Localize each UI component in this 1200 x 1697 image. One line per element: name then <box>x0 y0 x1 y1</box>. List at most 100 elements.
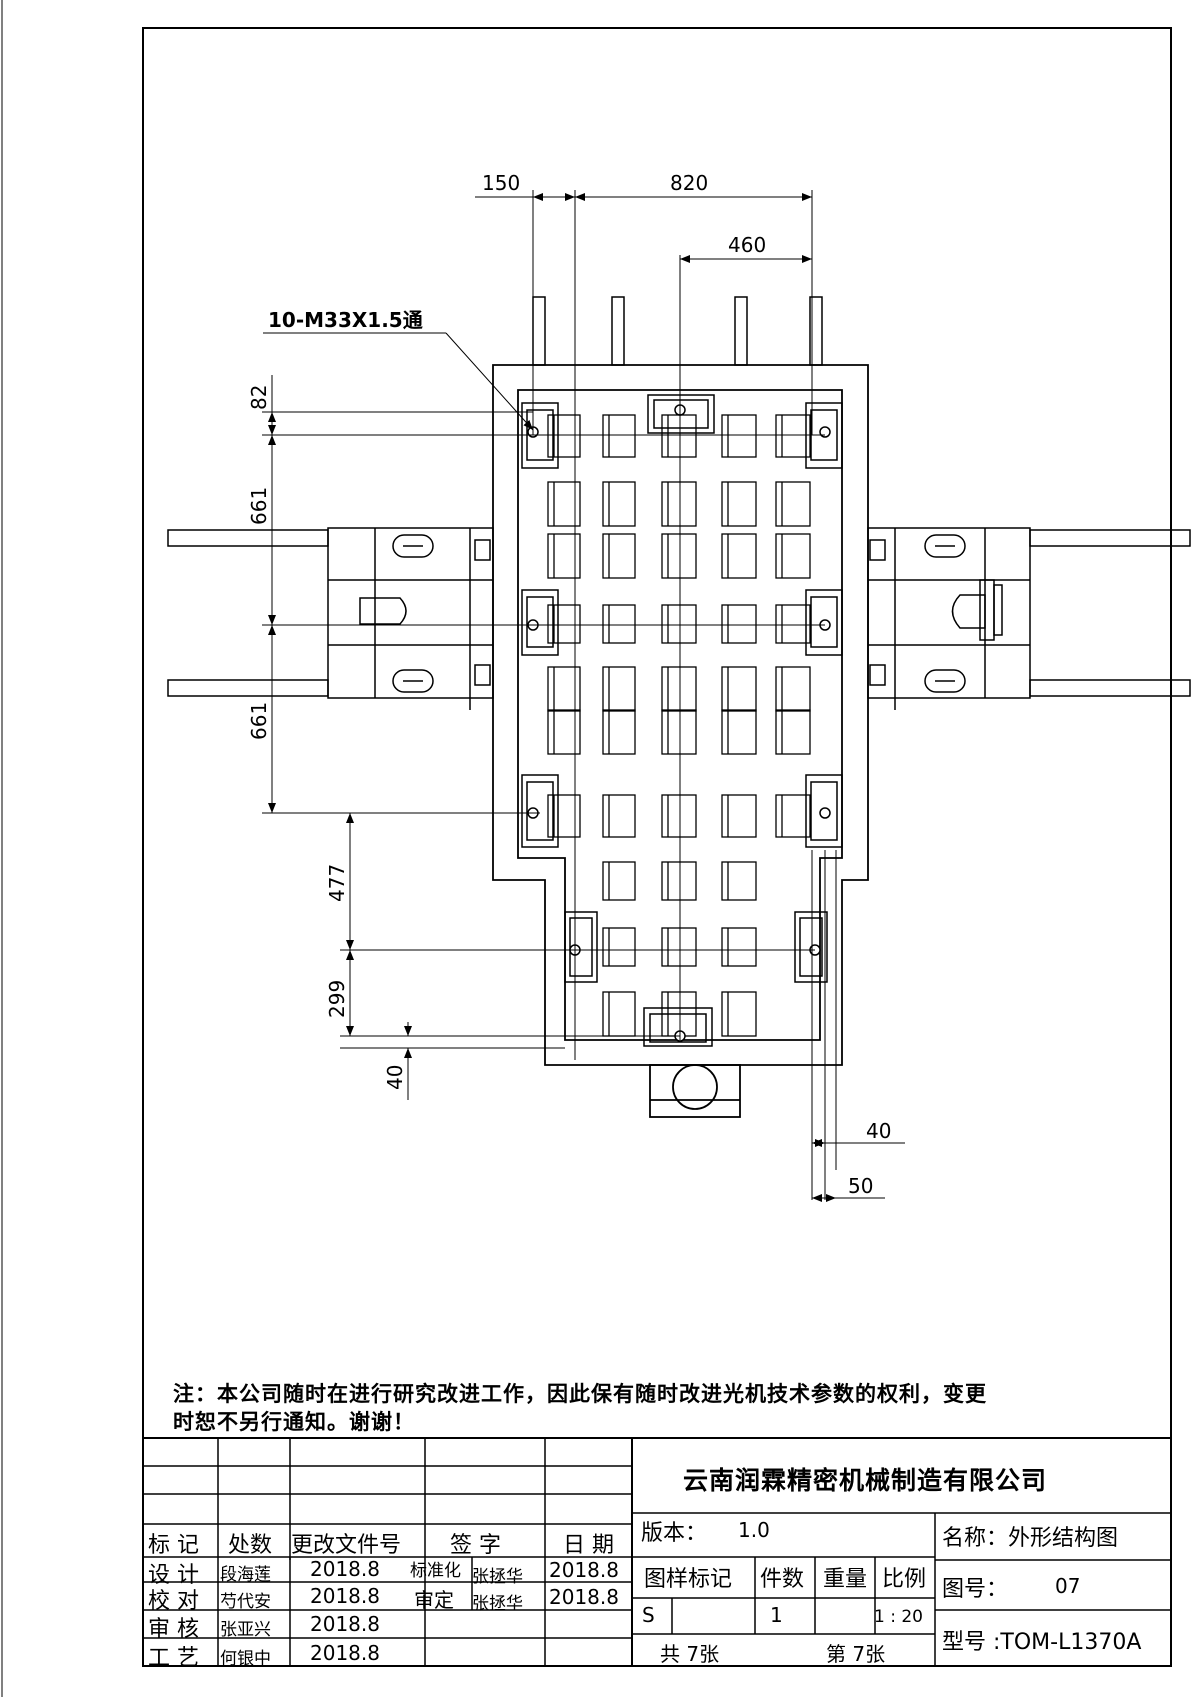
slot-block <box>775 481 811 527</box>
header-mark: 标 记 <box>148 1533 199 1558</box>
slot-block <box>775 794 811 838</box>
sample-mark-label: 图样标记 <box>644 1567 733 1592</box>
slot-block <box>661 927 697 967</box>
slot-block <box>721 927 757 967</box>
slot-block <box>547 794 581 838</box>
sample-value: S <box>642 1603 655 1627</box>
dim-82: 82 <box>247 385 271 410</box>
table-slot-grid <box>547 414 811 1037</box>
count-value: 1 <box>770 1603 783 1627</box>
slot-block <box>547 533 581 579</box>
standardization-label: 标准化 <box>410 1561 461 1581</box>
slot-block <box>661 709 697 755</box>
slot-block <box>775 533 811 579</box>
dim-299: 299 <box>325 980 349 1018</box>
slot-block <box>602 794 636 838</box>
slot-block <box>661 481 697 527</box>
approval-label: 审定 <box>414 1588 454 1612</box>
slot-block <box>602 666 636 712</box>
slot-block <box>721 604 757 644</box>
slot-block <box>721 861 757 901</box>
slot-block <box>547 414 581 458</box>
slot-block <box>547 481 581 527</box>
scale-value: 1 : 20 <box>874 1607 923 1627</box>
top-rods <box>532 296 823 366</box>
drawing-no-label: 图号： <box>942 1577 1009 1602</box>
standardization-date: 2018.8 <box>549 1558 619 1582</box>
slot-block <box>721 414 757 458</box>
slot-block <box>547 666 581 712</box>
callout-thread: 10-M33X1.5通 <box>268 308 423 332</box>
slot-block <box>602 414 636 458</box>
mounting-blocks <box>521 394 843 1047</box>
slot-block <box>775 666 811 712</box>
dim-40-right: 40 <box>866 1119 891 1143</box>
dim-661-b: 661 <box>247 702 271 740</box>
slot-block <box>661 794 697 838</box>
header-change-doc: 更改文件号 <box>291 1533 402 1558</box>
slot-block <box>661 861 697 901</box>
sheet-number: 第 7张 <box>826 1642 886 1666</box>
standardization-name: 张拯华 <box>472 1567 523 1587</box>
role-design: 设 计 <box>148 1563 199 1588</box>
dim-477: 477 <box>325 864 349 902</box>
note-line-2: 时恕不另行通知。谢谢！ <box>173 1410 415 1434</box>
note-line-1: 注：本公司随时在进行研究改进工作，因此保有随时改进光机技术参数的权利，变更 <box>173 1382 987 1406</box>
table-outline <box>492 364 869 1118</box>
slot-block <box>602 861 636 901</box>
role-process: 工 艺 <box>148 1646 199 1671</box>
right-arm-assembly <box>867 527 1191 710</box>
weight-label: 重量 <box>823 1567 868 1592</box>
total-sheets: 共 7张 <box>660 1642 720 1666</box>
name-review: 张亚兴 <box>220 1620 271 1640</box>
date-process: 2018.8 <box>310 1641 380 1665</box>
date-design: 2018.8 <box>310 1557 380 1581</box>
dimension-lines <box>262 190 905 1202</box>
dim-150: 150 <box>482 171 520 195</box>
model-number: 型号 :TOM-L1370A <box>942 1630 1142 1655</box>
scale-label: 比例 <box>882 1567 927 1592</box>
role-review: 审 核 <box>148 1617 199 1642</box>
slot-block <box>547 709 581 755</box>
slot-block <box>602 481 636 527</box>
slot-block <box>721 794 757 838</box>
slot-block <box>661 604 697 644</box>
approval-name: 张拯华 <box>472 1594 523 1614</box>
slot-block <box>775 604 811 644</box>
company-name: 云南润霖精密机械制造有限公司 <box>683 1466 1048 1495</box>
date-review: 2018.8 <box>310 1612 380 1636</box>
slot-block <box>721 666 757 712</box>
slot-block <box>661 414 697 458</box>
slot-block <box>661 666 697 712</box>
slot-block <box>721 709 757 755</box>
left-arm-assembly <box>167 527 494 710</box>
slot-block <box>602 533 636 579</box>
slot-block <box>721 533 757 579</box>
name-design: 段海莲 <box>220 1565 271 1585</box>
slot-block <box>602 709 636 755</box>
dim-820: 820 <box>670 171 708 195</box>
drawing-no: 07 <box>1055 1574 1081 1598</box>
header-date: 日 期 <box>563 1533 614 1558</box>
slot-block <box>661 533 697 579</box>
dim-661-a: 661 <box>247 487 271 525</box>
slot-block <box>721 481 757 527</box>
mounting-holes <box>527 404 831 1042</box>
sheet-border <box>142 27 1172 1667</box>
mounting-hole <box>819 807 831 819</box>
slot-block <box>547 604 581 644</box>
slot-block <box>602 927 636 967</box>
header-place-count: 处数 <box>228 1533 273 1558</box>
slot-block <box>721 991 757 1037</box>
version-label: 版本： <box>641 1521 708 1546</box>
title-block-grid <box>143 1437 1171 1666</box>
role-check: 校 对 <box>148 1589 199 1614</box>
version-value: 1.0 <box>738 1518 770 1542</box>
drawing-name: 名称：外形结构图 <box>942 1526 1119 1551</box>
header-signature: 签 字 <box>450 1533 501 1558</box>
date-check: 2018.8 <box>310 1584 380 1608</box>
dim-40-left: 40 <box>383 1065 407 1090</box>
name-process: 何银中 <box>220 1649 271 1669</box>
name-check: 芍代安 <box>220 1592 271 1612</box>
